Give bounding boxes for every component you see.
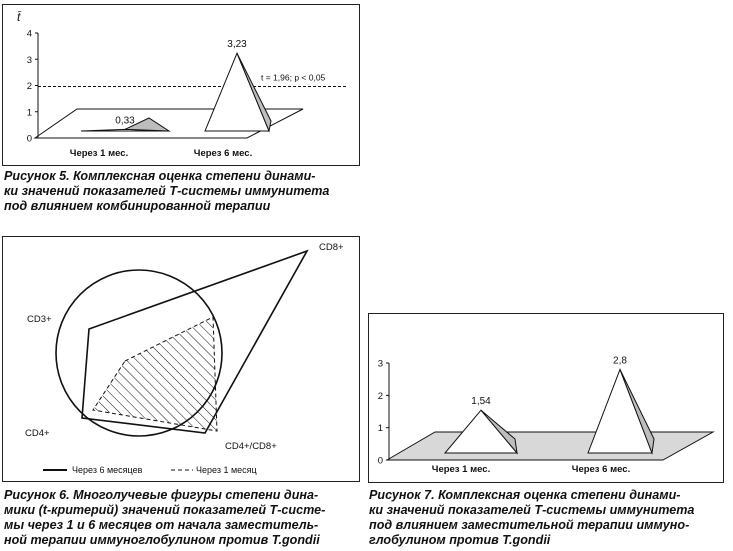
y-tick-label: 1	[378, 423, 383, 434]
series-6-months-shape	[81, 249, 309, 434]
caption-line: Рисунок 7. Комплексная оценка степени ди…	[369, 488, 681, 502]
caption-line: под влиянием комбинированной терапии	[4, 199, 271, 213]
x-category-label: Через 1 мес.	[70, 148, 128, 159]
y-tick-label: 0	[378, 456, 383, 467]
caption-line: глобулином против T.gondii	[369, 533, 551, 547]
axis-label-cd4-cd8: CD4+/CD8+	[225, 441, 277, 452]
data-label: 0,33	[115, 115, 135, 126]
axis-label-cd3: CD3+	[27, 314, 52, 325]
caption-line: мики (t-критерий) значений показателей Т…	[4, 503, 326, 517]
caption-line: под влиянием заместительной терапии имму…	[369, 518, 690, 532]
chart-floor	[385, 431, 715, 461]
figure-6-chart: CD8+ CD3+ CD4+ CD4+/CD8+ Через 6 месяцев…	[2, 236, 360, 482]
caption-line: Рисунок 6. Многолучевые фигуры степени д…	[4, 488, 319, 502]
pyramid-front-face	[204, 51, 270, 132]
figure-7-caption: Рисунок 7. Комплексная оценка степени ди…	[369, 488, 694, 548]
data-label: 1,54	[471, 396, 491, 407]
pyramid-side-face	[236, 52, 272, 133]
caption-line: ки значений показателей Т-системы иммуни…	[4, 184, 330, 198]
pyramid-side-face	[619, 369, 655, 455]
series-1-month-shape	[92, 316, 218, 432]
y-tick-label: 3	[27, 55, 32, 66]
pyramid-front-face	[587, 368, 653, 454]
axis-label-cd4: CD4+	[25, 428, 50, 439]
y-tick-label: 4	[27, 29, 32, 40]
axis-label-cd8: CD8+	[319, 242, 344, 253]
figure-6-caption: Рисунок 6. Многолучевые фигуры степени д…	[4, 488, 325, 548]
x-category-label: Через 1 мес.	[432, 464, 490, 475]
caption-line: мы через 1 и 6 месяцев от начала замести…	[4, 518, 319, 532]
y-tick-label: 2	[27, 81, 32, 92]
y-tick-label: 0	[27, 134, 32, 145]
y-tick-label: 3	[378, 359, 383, 370]
data-label: 2,8	[613, 355, 627, 366]
caption-line: Рисунок 5. Комплексная оценка степени ди…	[4, 169, 316, 183]
legend-entry: Через 6 месяцев	[72, 465, 143, 475]
y-axis-label: t̄	[17, 10, 22, 24]
figure-6-plot: CD8+ CD3+ CD4+ CD4+/CD8+ Через 6 месяцев…	[25, 242, 344, 475]
caption-line: ки значений показателей Т-системы иммуни…	[369, 503, 695, 517]
figure-5-caption: Рисунок 5. Комплексная оценка степени ди…	[4, 169, 329, 214]
pyramid-side-face	[124, 117, 171, 132]
y-tick-label: 2	[378, 391, 383, 402]
figure-5-plot: t̄ 0 1 2 3 4 t = 1,96; p < 0,05 Через 1 мес.…	[17, 10, 347, 159]
pyramid-side-face	[480, 409, 518, 455]
y-tick-label: 1	[27, 107, 32, 118]
reference-circle	[55, 269, 223, 437]
x-category-label: Через 6 мес.	[572, 464, 630, 475]
threshold-label: t = 1,96; p < 0,05	[261, 73, 326, 83]
x-category-label: Через 6 мес.	[194, 148, 252, 159]
figure-7-plot: 0 1 2 3 Через 1 мес. Через 6 мес. 1,54 2,8	[378, 355, 715, 475]
figure-5-chart: t̄ 0 1 2 3 4 t = 1,96; p < 0,05 Через 1 мес.…	[2, 4, 360, 166]
figure-7-chart: 0 1 2 3 Через 1 мес. Через 6 мес. 1,54 2,8	[368, 313, 724, 483]
legend-entry: Через 1 месяц	[196, 465, 257, 475]
data-label: 3,23	[227, 39, 247, 50]
caption-line: ной терапии иммуноглобулином против T.go…	[4, 533, 320, 547]
